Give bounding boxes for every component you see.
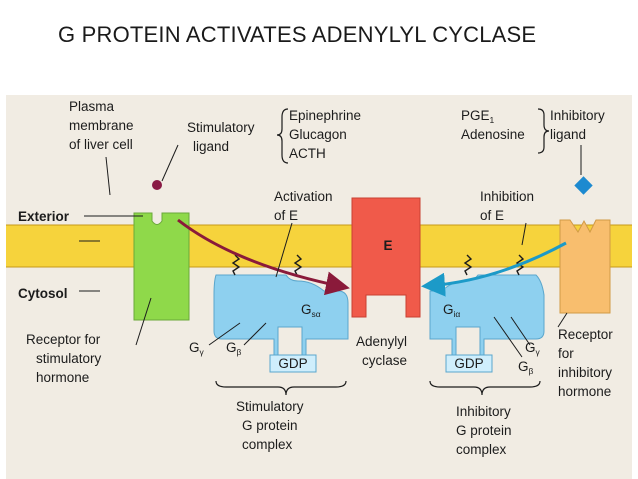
g-gamma-stim-label: Gγ — [189, 340, 205, 357]
cytosol-label: Cytosol — [18, 286, 68, 301]
stimulatory-ligand-dot — [152, 180, 162, 190]
inhibition-label: Inhibition of E — [480, 189, 538, 223]
g-i-alpha-label: Giα — [443, 302, 460, 319]
stimulatory-receptor — [133, 212, 190, 321]
adenosine-label: Adenosine — [461, 127, 525, 142]
adenylyl-cyclase-label: Adenylyl cyclase — [356, 334, 411, 368]
inhibitory-gdp-box — [445, 354, 493, 373]
g-beta-inhib-label: Gβ — [518, 359, 534, 376]
g-s-alpha-label: Gsα — [301, 302, 321, 319]
stimulatory-ligand-list: Epinephrine Glucagon ACTH — [289, 108, 365, 161]
enzyme-label: E — [383, 238, 392, 253]
inhibitory-gdp-label: GDP — [454, 356, 483, 371]
inhibitory-ligand-diamond — [574, 176, 593, 195]
inhibitory-gdp-pocket — [455, 326, 481, 358]
receptor-stimulatory-label: Receptor for stimulatory hormone — [26, 332, 105, 385]
inhibitory-receptor — [559, 219, 611, 314]
exterior-label: Exterior — [18, 209, 70, 224]
inhibitory-ligand-label: Inhibitory ligand — [550, 108, 609, 142]
stimulatory-gdp-box — [269, 354, 317, 373]
slide-title: G PROTEIN ACTIVATES ADENYLYL CYCLASE — [58, 22, 537, 47]
stimulatory-gdp-pocket — [277, 326, 303, 358]
adenylyl-cyclase-enzyme — [351, 197, 421, 318]
activation-arrow — [177, 218, 350, 296]
receptor-inhibitory-label: Receptor for inhibitory hormone — [558, 327, 617, 399]
inhibition-arrow — [421, 241, 567, 297]
plasma-membrane-label: Plasma membrane of liver cell — [69, 99, 137, 152]
activation-label: Activation of E — [274, 189, 336, 223]
braces — [215, 108, 550, 396]
stimulatory-ligand-label: Stimulatory ligand — [187, 120, 258, 154]
leader-lines — [79, 144, 582, 358]
g-gamma-inhib-label: Gγ — [525, 340, 541, 357]
g-beta-stim-label: Gβ — [226, 340, 242, 357]
g-protein-diagram: E GDP Gsα GDP Giα — [6, 95, 632, 479]
pge-label: PGE1 — [461, 108, 495, 125]
stimulatory-g-protein-complex — [213, 274, 349, 358]
inhibitory-complex-label: Inhibitory G protein complex — [456, 404, 515, 457]
stimulatory-complex-label: Stimulatory G protein complex — [236, 399, 307, 452]
stimulatory-gdp-label: GDP — [278, 356, 307, 371]
plasma-membrane-band — [6, 225, 632, 267]
